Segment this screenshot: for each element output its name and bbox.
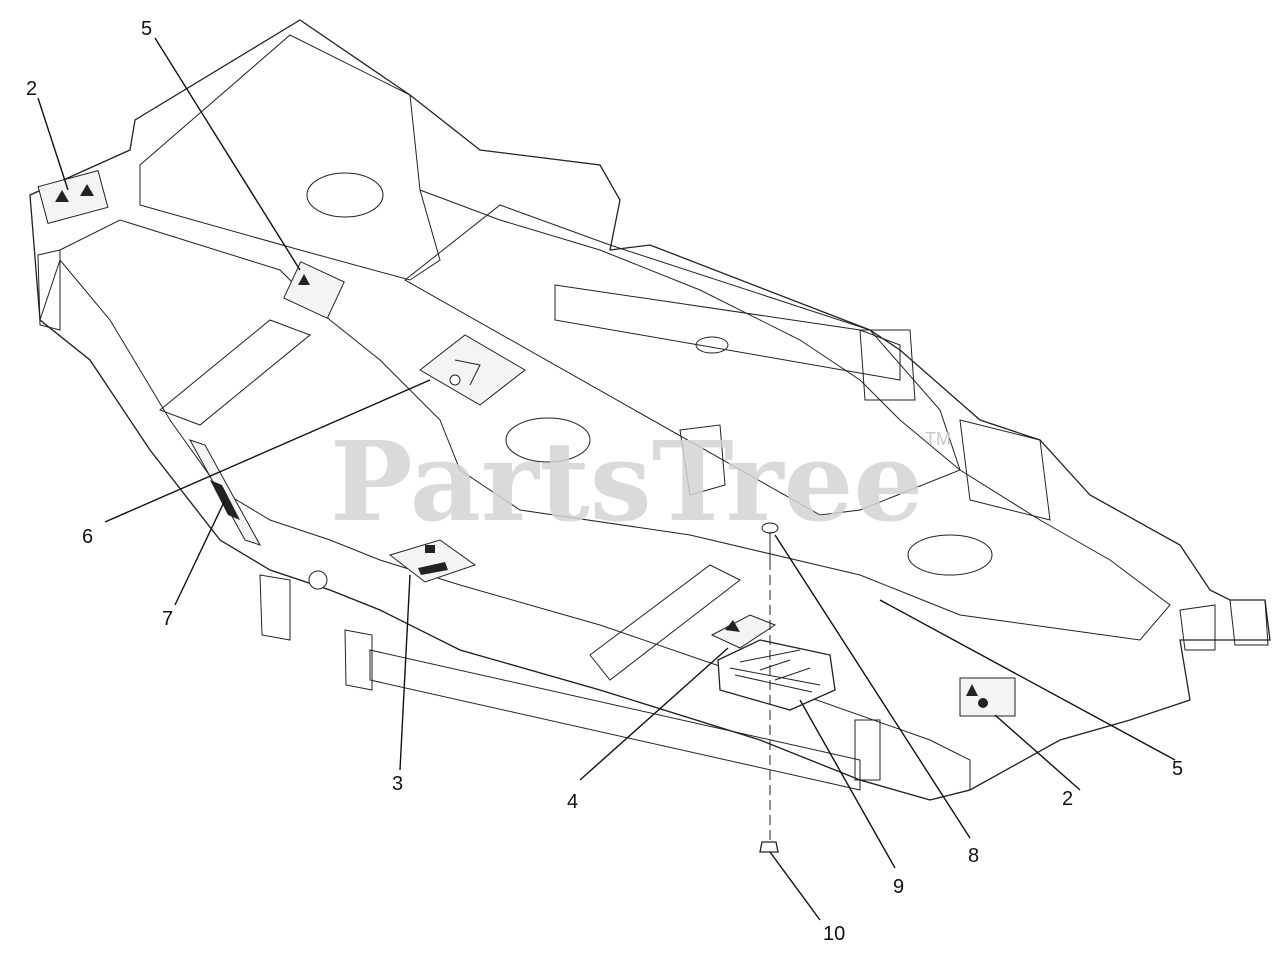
watermark-text: PartsTree xyxy=(330,417,924,546)
callout-6: 6 xyxy=(82,526,93,548)
callout-2-left: 2 xyxy=(26,78,37,100)
callout-5-top: 5 xyxy=(141,18,152,40)
decal-4-step xyxy=(710,614,777,649)
decal-6-belt-routing xyxy=(419,334,526,406)
decal-5-top xyxy=(283,261,345,319)
decal-2-right xyxy=(959,677,1016,717)
callout-9: 9 xyxy=(893,876,904,898)
callout-7: 7 xyxy=(162,608,173,630)
part-8-carriage-bolt xyxy=(761,522,779,560)
callout-10: 10 xyxy=(823,923,845,945)
mower-deck-housing xyxy=(29,19,1271,801)
decal-2-left xyxy=(37,170,109,224)
callout-4: 4 xyxy=(567,791,578,813)
callout-8: 8 xyxy=(968,845,979,867)
watermark-trademark: TM xyxy=(925,429,951,449)
callout-3: 3 xyxy=(392,773,403,795)
part-10-flange-nut xyxy=(759,841,779,853)
leader-lines xyxy=(37,37,1176,921)
callout-5-right: 5 xyxy=(1172,758,1183,780)
decal-3-instructions xyxy=(388,539,477,583)
part-9-step-pad xyxy=(717,639,836,711)
callout-2-right: 2 xyxy=(1062,788,1073,810)
